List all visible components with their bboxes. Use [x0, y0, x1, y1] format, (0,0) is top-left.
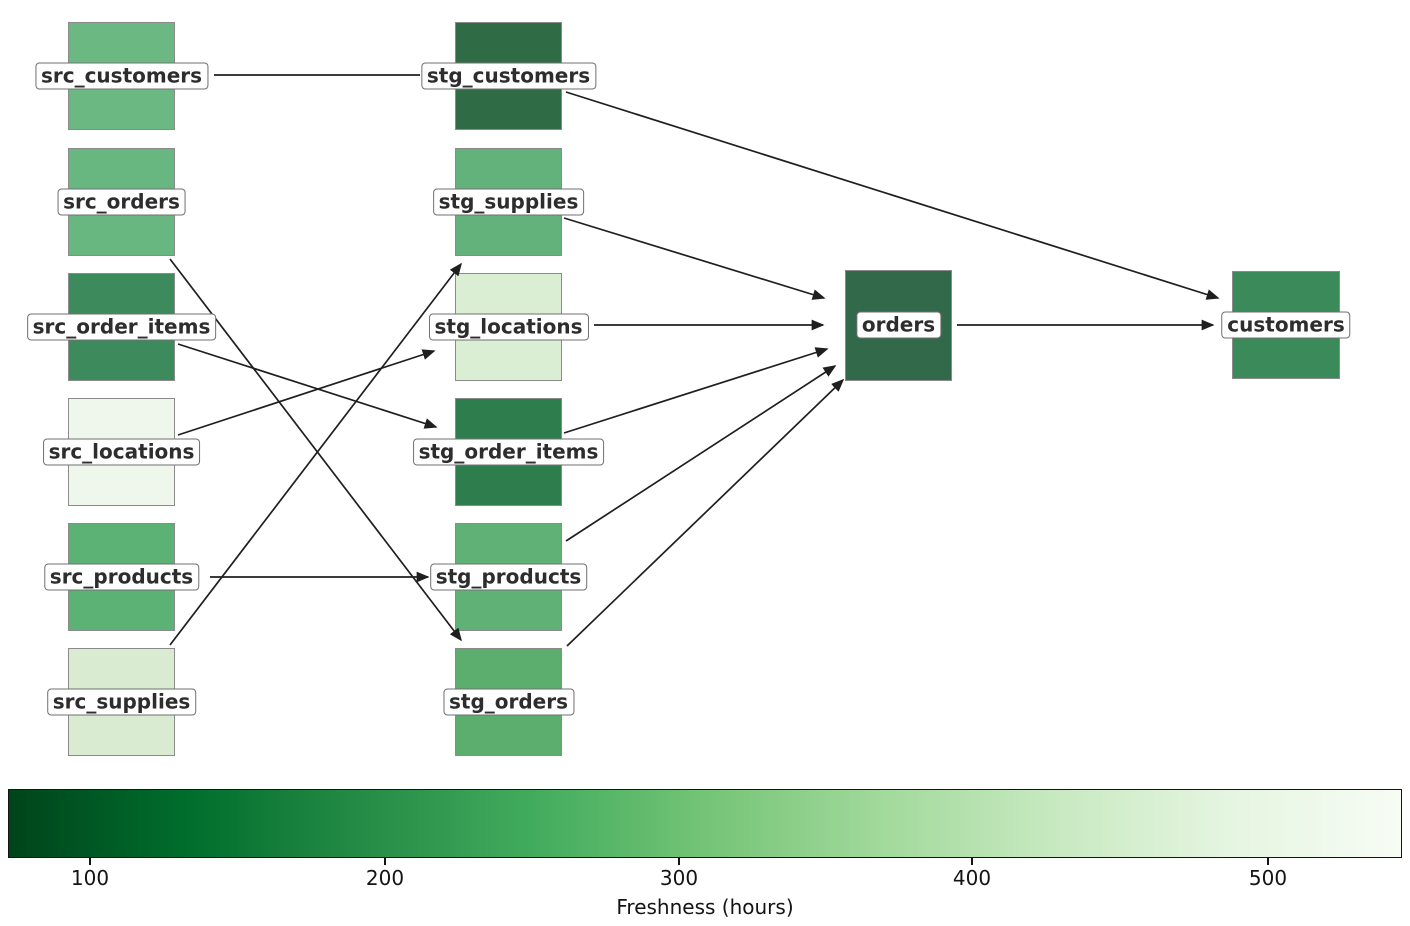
- edge-src_supplies-stg_supplies: [169, 262, 462, 646]
- colorbar-tick: [971, 858, 973, 865]
- node-label-stg_products: stg_products: [429, 563, 588, 591]
- node-label-src_orders: src_orders: [57, 188, 186, 216]
- node-label-stg_customers: stg_customers: [420, 62, 597, 90]
- node-label-src_products: src_products: [43, 563, 200, 591]
- node-label-src_order_items: src_order_items: [26, 313, 217, 341]
- node-label-src_locations: src_locations: [42, 438, 201, 466]
- edge-stg_order_items-orders: [563, 347, 829, 434]
- colorbar-tick: [89, 858, 91, 865]
- edge-src_order_items-stg_order_items: [177, 343, 438, 429]
- colorbar-axis-label: Freshness (hours): [616, 895, 794, 919]
- node-label-stg_orders: stg_orders: [442, 688, 575, 716]
- colorbar-tick: [1267, 858, 1269, 865]
- colorbar-tick-label: 100: [70, 866, 110, 890]
- edge-stg_supplies-orders: [563, 217, 826, 300]
- node-label-src_customers: src_customers: [34, 62, 209, 90]
- colorbar-gradient: [8, 789, 1402, 858]
- node-label-stg_order_items: stg_order_items: [412, 438, 605, 466]
- node-label-stg_supplies: stg_supplies: [432, 188, 585, 216]
- node-label-customers: customers: [1221, 311, 1351, 339]
- colorbar-tick-label: 200: [365, 866, 405, 890]
- node-label-src_supplies: src_supplies: [46, 688, 197, 716]
- edge-src_locations-stg_locations: [177, 349, 436, 436]
- edge-stg_products-orders: [565, 365, 837, 542]
- edge-stg_orders-orders: [566, 378, 845, 647]
- colorbar-tick: [678, 858, 680, 865]
- colorbar-tick-label: 400: [952, 866, 992, 890]
- colorbar-tick: [384, 858, 386, 865]
- colorbar-tick-label: 300: [659, 866, 699, 890]
- node-label-stg_locations: stg_locations: [428, 313, 589, 341]
- edge-stg_customers-customers: [565, 91, 1220, 300]
- colorbar-tick-label: 500: [1248, 866, 1288, 890]
- node-label-orders: orders: [855, 311, 942, 339]
